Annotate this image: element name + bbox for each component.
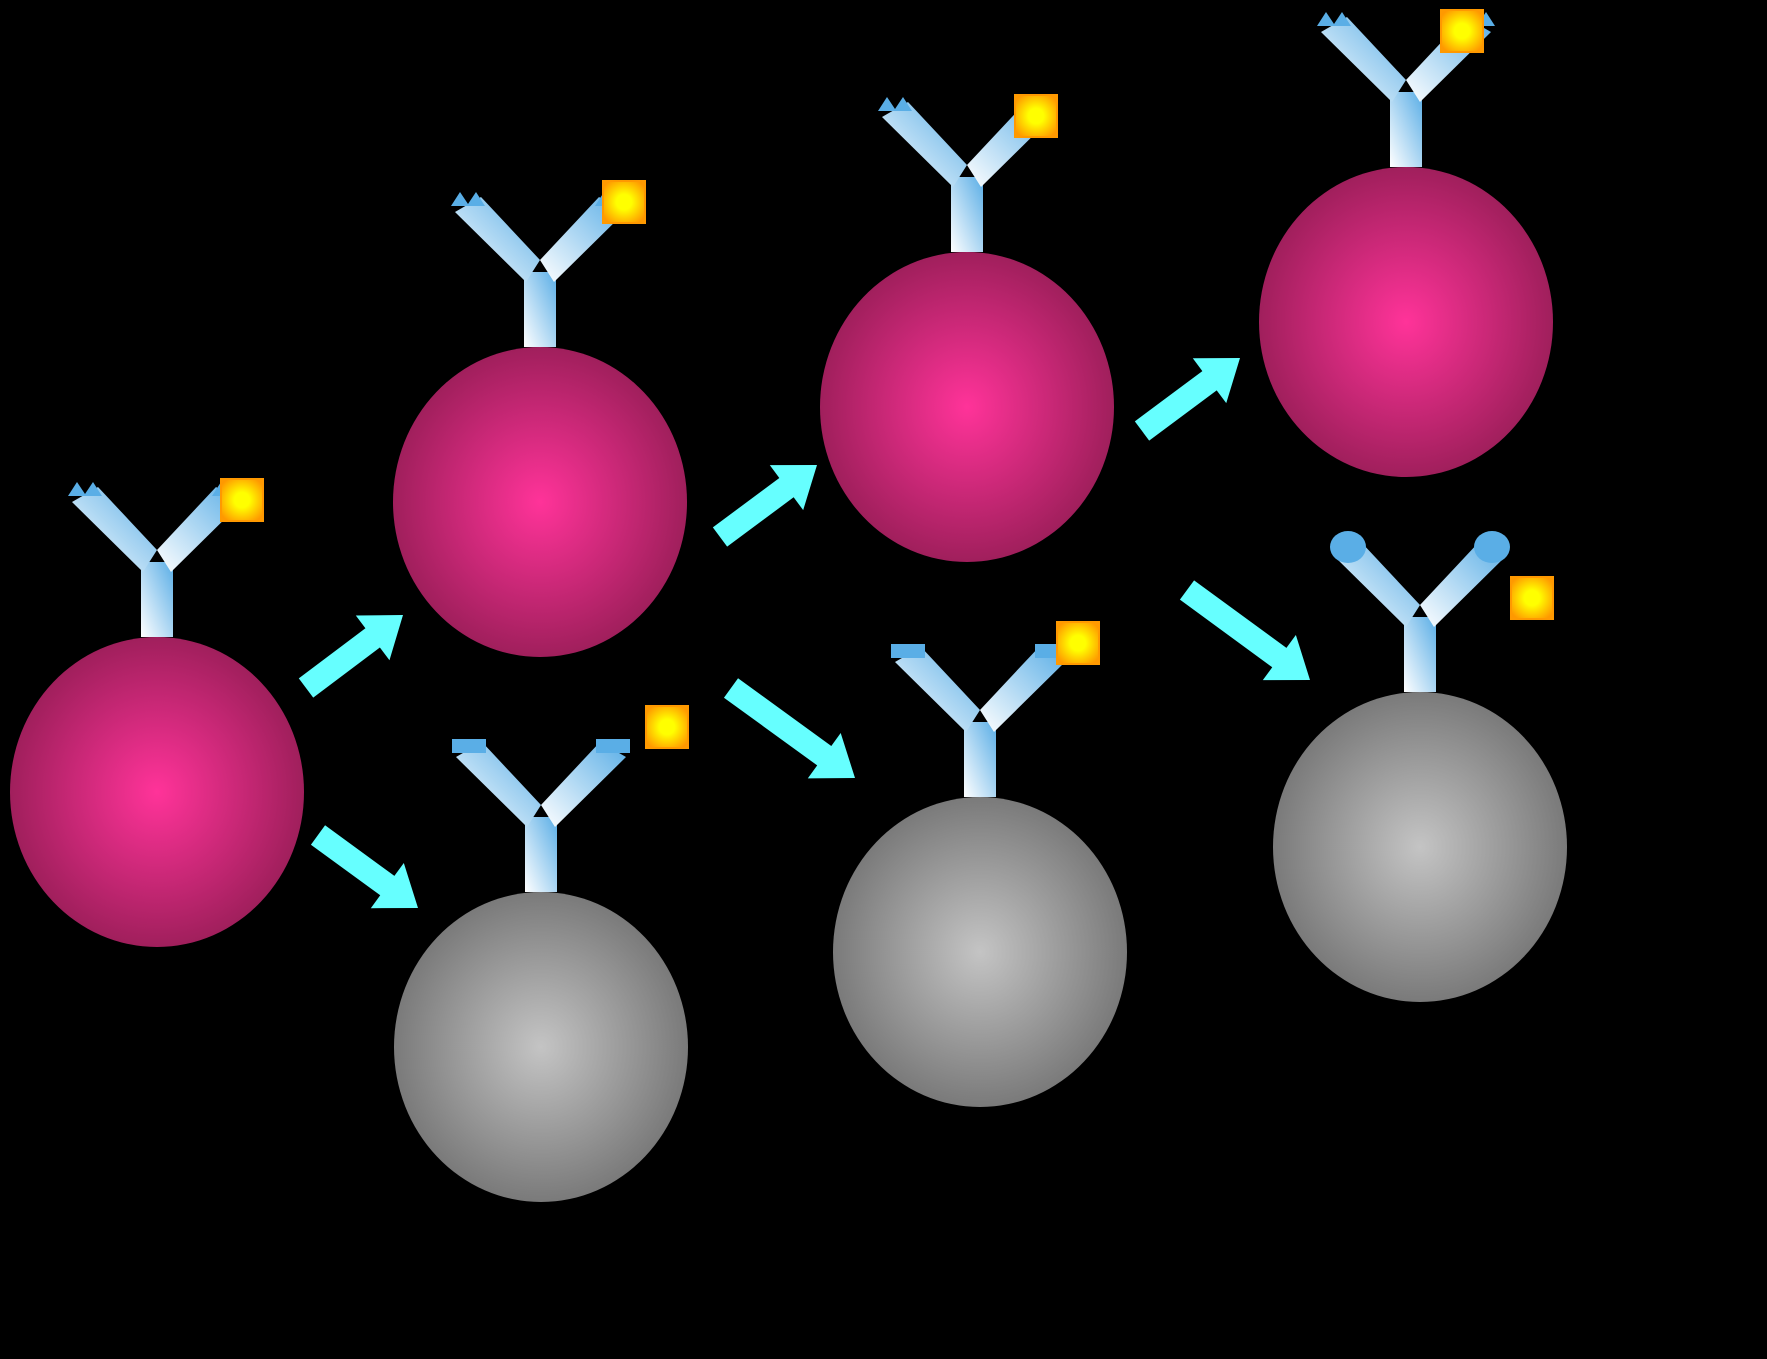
active-cell-sphere: [1259, 167, 1553, 477]
antigen-square-icon: [1510, 576, 1554, 620]
receptor-stem: [1390, 92, 1422, 167]
cell-inactive-group: [1273, 531, 1567, 1002]
arrow-shape: [712, 465, 817, 547]
active-cell-sphere: [820, 252, 1114, 562]
receptor-arm-right: [980, 647, 1065, 732]
receptor-stem: [964, 722, 996, 797]
receptor-arm-left: [882, 102, 967, 187]
cell-inactive-group: [833, 644, 1127, 1107]
cell-active-group: [820, 97, 1114, 562]
receptor-arm-left: [895, 647, 980, 732]
arrow-shape: [1179, 580, 1311, 681]
cyan-arrow-icon: [1179, 580, 1311, 681]
receptor-stem: [1404, 617, 1436, 692]
receptor-tip-notched: [1317, 12, 1351, 26]
receptor-stem: [524, 272, 556, 347]
cell-inactive-group: [394, 739, 688, 1202]
receptor-stem: [951, 177, 983, 252]
receptor-arm-left: [72, 487, 157, 572]
receptor-tip-rounded: [1474, 531, 1510, 563]
arrows-layer: [298, 357, 1311, 909]
receptor-tip-notched: [878, 97, 912, 111]
active-cell-sphere: [10, 637, 304, 947]
cell-active-group: [1259, 12, 1553, 477]
receptor-stem: [525, 817, 557, 892]
cyan-arrow-icon: [712, 465, 817, 547]
receptor-arm-left: [456, 742, 541, 827]
inactive-cell-sphere: [833, 797, 1127, 1107]
cells-layer: [10, 12, 1567, 1202]
arrow-shape: [723, 678, 856, 779]
cyan-arrow-icon: [298, 615, 403, 698]
antigen-square-icon: [1014, 94, 1058, 138]
cyan-arrow-icon: [1134, 357, 1241, 441]
arrow-shape: [1134, 357, 1241, 441]
receptor-stem: [141, 562, 173, 637]
arrow-shape: [310, 825, 418, 909]
receptor-tip-notched: [68, 482, 102, 496]
receptor-tip-flat: [452, 739, 486, 753]
antigen-square-icon: [645, 705, 689, 749]
receptor-arm-left: [1335, 542, 1420, 627]
antigen-square-icon: [602, 180, 646, 224]
receptor-tip-flat: [596, 739, 630, 753]
antigen-square-icon: [220, 478, 264, 522]
receptor-arm-right: [541, 742, 626, 827]
cell-active-group: [393, 192, 687, 657]
receptor-tip-flat: [891, 644, 925, 658]
cyan-arrow-icon: [310, 825, 418, 909]
receptor-arm-right: [1420, 542, 1505, 627]
antigen-square-icon: [1440, 9, 1484, 53]
antigens-layer: [220, 9, 1554, 749]
inactive-cell-sphere: [1273, 692, 1567, 1002]
receptor-arm-left: [1321, 17, 1406, 102]
active-cell-sphere: [393, 347, 687, 657]
receptor-tip-rounded: [1330, 531, 1366, 563]
inactive-cell-sphere: [394, 892, 688, 1202]
antigen-square-icon: [1056, 621, 1100, 665]
receptor-tip-notched: [451, 192, 485, 206]
cell-active-group: [10, 482, 304, 947]
arrow-shape: [298, 615, 403, 698]
receptor-arm-left: [455, 197, 540, 282]
cyan-arrow-icon: [723, 678, 856, 779]
